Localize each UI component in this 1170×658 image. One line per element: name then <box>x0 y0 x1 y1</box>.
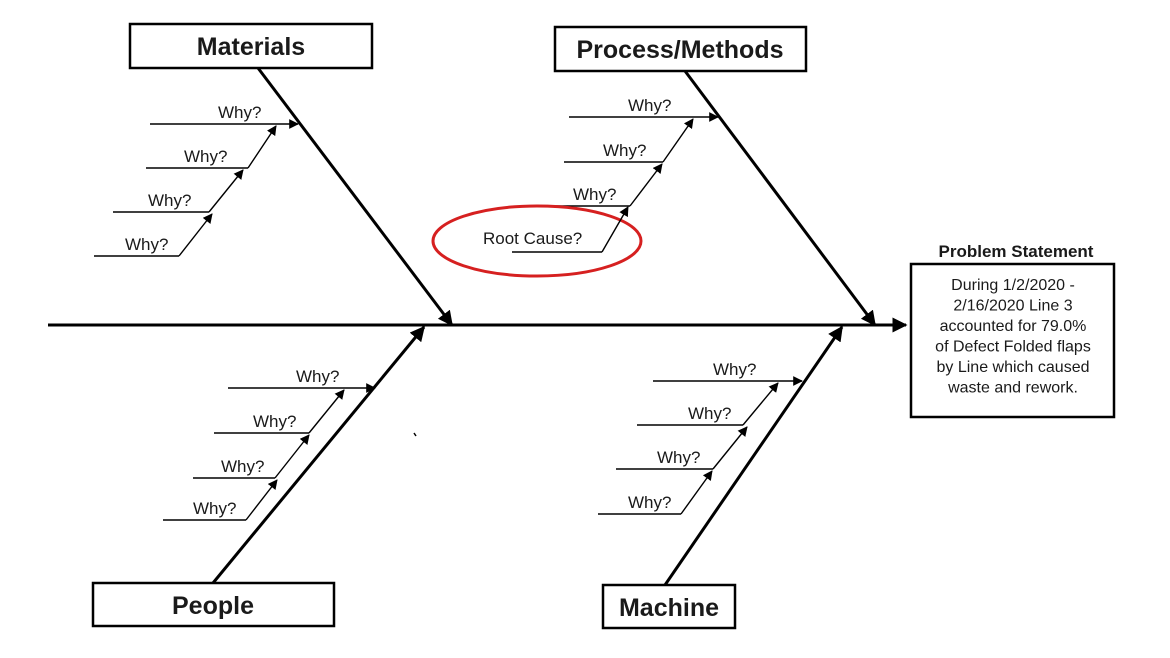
materials-causes: Why? Why? Why? Why? <box>94 103 299 257</box>
people-why-connector <box>245 479 278 521</box>
problem-statement-line: 2/16/2020 Line 3 <box>953 298 1072 315</box>
process-why-label: Why? <box>628 96 671 115</box>
category-box-materials: Materials <box>128 22 374 70</box>
machine-why-label: Why? <box>628 493 671 512</box>
stray-mark <box>413 432 417 437</box>
root-cause-connector <box>601 206 629 253</box>
bone-machine <box>663 325 844 586</box>
materials-why-label: Why? <box>218 103 261 122</box>
materials-why-connector <box>247 125 277 169</box>
people-causes: Why? Why? Why? Why? <box>163 367 376 521</box>
category-label-machine: Machine <box>619 594 719 622</box>
materials-why-label: Why? <box>184 147 227 166</box>
materials-why-label: Why? <box>125 235 168 254</box>
machine-causes: Why? Why? Why? Why? <box>598 360 803 515</box>
people-why-label: Why? <box>253 412 296 431</box>
problem-statement-box <box>909 262 1116 419</box>
problem-statement-line: During 1/2/2020 - <box>951 277 1075 294</box>
people-why-connector <box>274 434 310 479</box>
process-why-connector <box>662 118 694 163</box>
category-label-people: People <box>172 592 254 620</box>
machine-why-connector <box>742 382 779 426</box>
root-cause-label: Root Cause? <box>483 229 582 248</box>
category-box-machine: Machine <box>601 583 737 630</box>
people-why-label: Why? <box>221 457 264 476</box>
category-box-people: People <box>91 581 336 628</box>
materials-why-label: Why? <box>148 191 191 210</box>
process-why-label: Why? <box>603 141 646 160</box>
materials-why-connector <box>208 169 244 213</box>
people-why-label: Why? <box>193 499 236 518</box>
problem-statement-text: During 1/2/2020 - 2/16/2020 Line 3 account… <box>935 277 1091 397</box>
problem-statement-title: Problem Statement <box>939 242 1094 261</box>
machine-why-connector <box>680 470 713 515</box>
problem-statement-line: of Defect Folded flaps <box>935 339 1091 356</box>
problem-statement-line: by Line which caused <box>937 359 1090 376</box>
bone-materials <box>256 67 454 327</box>
root-cause-highlight <box>431 204 643 278</box>
bone-people <box>211 325 426 584</box>
people-why-label: Why? <box>296 367 339 386</box>
problem-statement-line: accounted for 79.0% <box>940 318 1087 335</box>
machine-why-label: Why? <box>688 404 731 423</box>
process-causes: Why? Why? Why? <box>550 96 719 207</box>
problem-statement-line: waste and rework. <box>947 380 1078 397</box>
category-label-materials: Materials <box>197 33 305 61</box>
process-why-label: Why? <box>573 185 616 204</box>
machine-why-connector <box>712 426 748 470</box>
materials-why-connector <box>178 213 213 257</box>
category-box-process: Process/Methods <box>553 25 808 73</box>
category-label-process: Process/Methods <box>576 36 783 64</box>
machine-why-label: Why? <box>713 360 756 379</box>
machine-why-label: Why? <box>657 448 700 467</box>
people-why-connector <box>308 389 345 434</box>
bone-process <box>683 70 877 327</box>
process-why-connector <box>629 163 663 207</box>
